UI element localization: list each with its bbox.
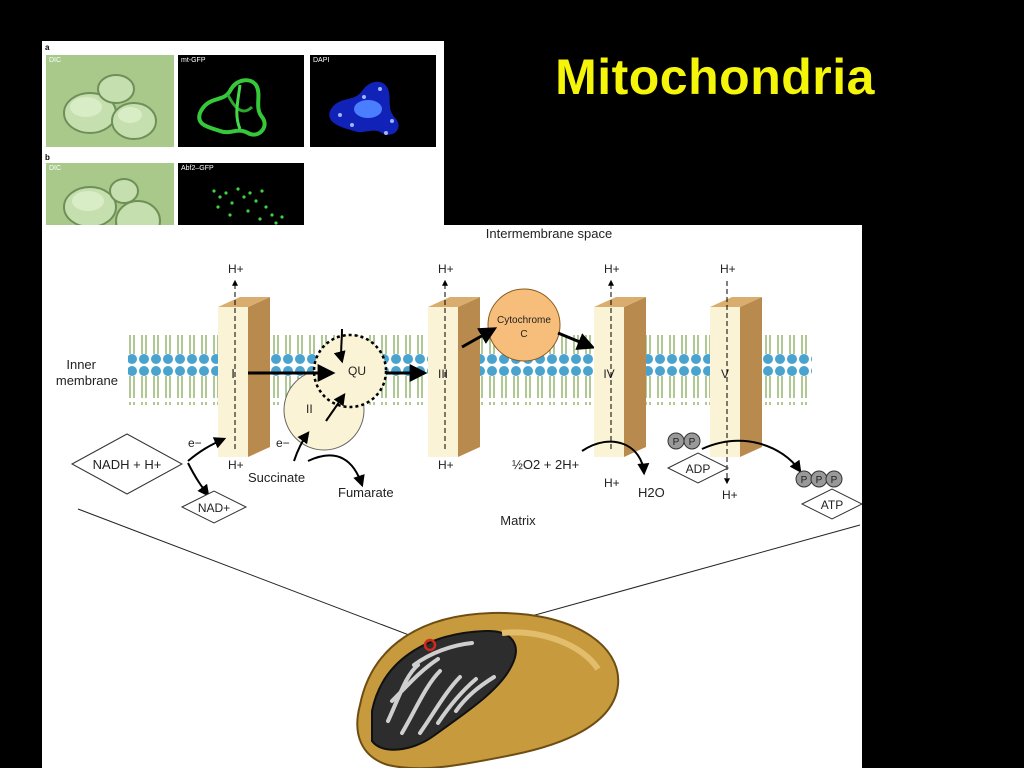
complex-iv: IV H+ bbox=[594, 262, 646, 457]
atp-node: ATP bbox=[800, 488, 862, 520]
inner-membrane-label: Inner bbox=[66, 357, 96, 372]
micrograph-panel: a b DIC mt-GFP DAPI DIC bbox=[42, 41, 444, 255]
yeast-cells-dic bbox=[63, 74, 157, 140]
zoom-marker-icon bbox=[423, 638, 437, 652]
proton-label: H+ bbox=[720, 262, 736, 276]
proton-label: H+ bbox=[604, 262, 620, 276]
proton-label: H+ bbox=[438, 262, 454, 276]
micrograph-label: DIC bbox=[49, 165, 62, 172]
adp-node: ADP bbox=[666, 452, 730, 484]
phosphate-label: P bbox=[673, 437, 680, 448]
complex-v-atp-synthase: V H+ H+ bbox=[710, 262, 762, 502]
phosphate-label: P bbox=[816, 475, 823, 486]
electron-label: e− bbox=[276, 436, 290, 450]
row-a-letter: a bbox=[45, 43, 50, 52]
ubiquinone-pool bbox=[312, 333, 388, 409]
complex-v-label: V bbox=[721, 367, 729, 381]
proton-label: H+ bbox=[228, 262, 244, 276]
complex-i-label: I bbox=[231, 366, 235, 381]
nad-node: NAD+ bbox=[180, 490, 248, 524]
cytochrome-label: Cytochrome bbox=[497, 315, 551, 326]
diagram-svg: Intermembrane space Inner membrane I H+ … bbox=[56, 226, 862, 768]
intermembrane-space-label: Intermembrane space bbox=[486, 226, 612, 241]
phosphate-label: P bbox=[801, 475, 808, 486]
micrograph-label: DAPI bbox=[313, 57, 330, 64]
dapi-nuclear-signal bbox=[329, 81, 399, 135]
matrix-label: Matrix bbox=[500, 513, 536, 528]
phosphate-label: P bbox=[831, 475, 838, 486]
complex-i: I H+ H+ bbox=[218, 262, 270, 472]
fumarate-label: Fumarate bbox=[338, 485, 394, 500]
micrograph-mt-gfp: mt-GFP bbox=[178, 55, 304, 147]
adp-label: ADP bbox=[686, 462, 711, 476]
succinate-label: Succinate bbox=[248, 470, 305, 485]
nadh-node: NADH + H+ bbox=[70, 433, 184, 495]
qu-label: QU bbox=[348, 364, 366, 378]
complex-iv-label: IV bbox=[603, 367, 614, 381]
micrograph-label: DIC bbox=[49, 57, 62, 64]
cytochrome-label-c: C bbox=[520, 329, 527, 340]
row-b-letter: b bbox=[45, 153, 50, 162]
cytochrome-c bbox=[487, 288, 561, 362]
atp-label: ATP bbox=[821, 498, 843, 512]
phosphate-label: P bbox=[689, 437, 696, 448]
water-label: H2O bbox=[638, 485, 665, 500]
zoom-line-left bbox=[77, 508, 431, 644]
complex-iii-label: III bbox=[438, 367, 448, 381]
electron-transport-diagram: Intermembrane space Inner membrane I H+ … bbox=[42, 225, 862, 768]
inner-membrane-label-2: membrane bbox=[56, 373, 118, 388]
phosphate-icon bbox=[825, 470, 843, 488]
proton-label: H+ bbox=[438, 458, 454, 472]
nad-label: NAD+ bbox=[198, 501, 230, 515]
proton-label: H+ bbox=[722, 488, 738, 502]
nadh-label: NADH + H+ bbox=[93, 457, 162, 472]
phosphate-icon bbox=[683, 432, 701, 450]
micrograph-dapi: DAPI bbox=[310, 55, 436, 147]
mitochondria-gfp-signal bbox=[197, 78, 267, 137]
proton-label: H+ bbox=[604, 476, 620, 490]
micrograph-label: mt-GFP bbox=[181, 57, 206, 64]
oxygen-label: ½O2 + 2H+ bbox=[512, 457, 579, 472]
complex-iii: III H+ H+ bbox=[428, 262, 480, 472]
mitochondrion-illustration bbox=[356, 611, 620, 768]
slide-title: Mitochondria bbox=[555, 49, 875, 105]
complex-ii-label: II bbox=[306, 402, 313, 416]
electron-label: e− bbox=[188, 436, 202, 450]
micrograph-label: Abf2–GFP bbox=[181, 165, 214, 172]
proton-label: H+ bbox=[228, 458, 244, 472]
micrograph-dic-a: DIC bbox=[46, 55, 174, 147]
